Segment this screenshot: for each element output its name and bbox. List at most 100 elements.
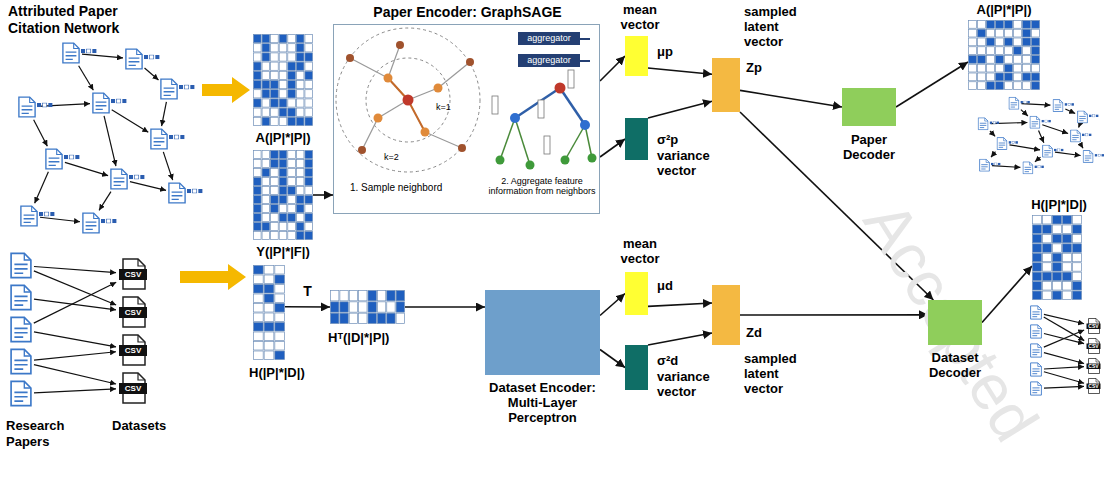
matrix-cell (996, 21, 1004, 29)
matrix-cell (969, 73, 977, 81)
matrix-cell (262, 117, 270, 125)
matrix-cell (1033, 272, 1042, 280)
node-label: A(|P|*|P|) (964, 2, 1044, 17)
matrix-cell (288, 214, 296, 222)
matrix-cell (296, 117, 304, 125)
matrix-grid (968, 20, 1040, 90)
paper-icon (1031, 363, 1042, 376)
paper-attributes (39, 212, 54, 216)
matrix-cell (1032, 73, 1040, 81)
matrix-cell (1043, 272, 1052, 280)
matrix-cell (279, 160, 287, 168)
matrix-cell (359, 291, 367, 301)
matrix-cell (1014, 47, 1022, 55)
matrix-cell (1023, 64, 1031, 72)
citation-link (1021, 110, 1028, 116)
matrix-cell (262, 71, 270, 79)
sampled-links (388, 78, 425, 132)
matrix-grid (253, 265, 285, 360)
matrix-cell (279, 151, 287, 159)
matrix-cell (340, 302, 348, 312)
matrix-cell (254, 266, 264, 275)
flow-arrow (648, 303, 712, 306)
flow-arrow (648, 101, 712, 118)
matrix-cell (254, 294, 264, 303)
citation-link (38, 104, 90, 107)
matrix-cell (288, 35, 296, 43)
dataset-icon (1087, 339, 1101, 354)
matrix-cell (1043, 234, 1052, 242)
matrix-cell (275, 332, 285, 341)
step-caption: 2. Aggregate feature information from ne… (486, 176, 598, 196)
matrix-cell (288, 117, 296, 125)
matrix-cell (296, 169, 304, 177)
paper-attributes (1082, 134, 1091, 136)
matrix-cell (275, 304, 285, 313)
citation-link (40, 217, 80, 222)
matrix-cell (254, 313, 264, 322)
paper-icon (1043, 145, 1053, 157)
target-node (403, 95, 414, 106)
node-label: Paper Decoder (832, 132, 906, 162)
matrix-cell (288, 81, 296, 89)
matrix-cell (978, 73, 986, 81)
matrix-cell (262, 90, 270, 98)
matrix-cell (296, 187, 304, 195)
dataset-icon (1087, 319, 1101, 334)
matrix-cell (288, 62, 296, 70)
matrix-cell (254, 169, 262, 177)
matrix-cell (1005, 56, 1013, 64)
matrix-cell (340, 313, 348, 323)
paper-icon (997, 138, 1007, 150)
matrix-cell (288, 196, 296, 204)
matrix-cell (271, 117, 279, 125)
matrix-cell (969, 56, 977, 64)
matrix-cell (1005, 21, 1013, 29)
mean-vector: mean vectorμp (625, 36, 648, 76)
matrix-cell (264, 294, 274, 303)
matrix-cell (1014, 38, 1022, 46)
matrix-cell (331, 302, 339, 312)
feature-matrix: Y(|P|*|F|) (253, 150, 313, 240)
matrix-cell (1073, 216, 1082, 224)
matrix-cell (254, 178, 262, 186)
paper-icon (11, 285, 31, 309)
matrix-cell (271, 53, 279, 61)
matrix-cell (1063, 225, 1072, 233)
edge-label: T (301, 283, 314, 299)
matrix-cell (305, 44, 313, 52)
dataset-icon (1087, 359, 1101, 374)
matrix-cell (305, 108, 313, 116)
paper-icon (126, 49, 142, 69)
group-label: Datasets (112, 418, 166, 434)
matrix-cell (1053, 234, 1062, 242)
citation-link (145, 68, 159, 80)
dataset-icon (119, 335, 147, 365)
node-label: variance vector (657, 148, 723, 178)
matrix-cell (349, 291, 357, 301)
matrix-cell (254, 81, 262, 89)
matrix-cell (279, 35, 287, 43)
matrix-cell (1033, 225, 1042, 233)
matrix-cell (1032, 47, 1040, 55)
matrix-cell (987, 64, 995, 72)
target-node (555, 83, 566, 94)
matrix-cell (275, 294, 285, 303)
matrix-cell (996, 38, 1004, 46)
citation-link (1044, 317, 1085, 341)
matrix-cell (1005, 38, 1013, 46)
matrix-cell (254, 332, 264, 341)
matrix-cell (1033, 282, 1042, 290)
citation-link (162, 102, 167, 126)
matrix-cell (987, 29, 995, 37)
paper-attributes (1095, 154, 1104, 156)
matrix-cell (987, 82, 995, 90)
node-label: σ²d (657, 353, 678, 368)
citation-link (163, 152, 172, 180)
citation-link (65, 162, 108, 175)
mean-vector: mean vectorμd (625, 272, 648, 315)
matrix-cell (305, 214, 313, 222)
matrix-cell (305, 151, 313, 159)
matrix-cell (1023, 47, 1031, 55)
matrix-cell (279, 214, 287, 222)
